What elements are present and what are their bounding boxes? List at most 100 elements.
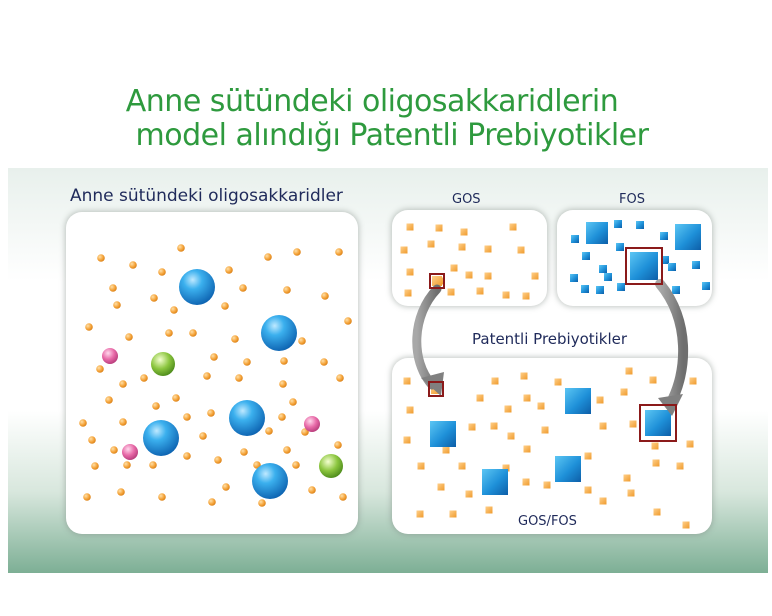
gos-unit	[435, 224, 443, 232]
gos-unit-mix	[676, 462, 684, 470]
gos-unit-mix	[629, 420, 637, 428]
oligosaccharide-dot	[117, 488, 125, 496]
oligosaccharide-dot	[283, 446, 291, 454]
large-blue-molecule	[229, 400, 265, 436]
gos-unit	[447, 288, 455, 296]
gos-unit	[476, 287, 484, 295]
oligosaccharide-dot	[239, 284, 247, 292]
oligosaccharide-dot	[222, 483, 230, 491]
gos-unit	[531, 272, 539, 280]
gos-unit	[406, 268, 414, 276]
gos-unit-mix	[523, 394, 531, 402]
gos-unit-mix	[652, 459, 660, 467]
fos-unit	[702, 282, 710, 290]
gos-unit-mix	[523, 445, 531, 453]
oligosaccharide-dot	[243, 358, 251, 366]
fos-unit	[582, 252, 590, 260]
gos-unit-mix	[416, 510, 424, 518]
gos-unit	[484, 245, 492, 253]
fos-unit	[661, 256, 669, 264]
oligosaccharide-dot	[158, 493, 166, 501]
gos-unit-mix	[627, 489, 635, 497]
arrow-fos-to-mix	[655, 279, 689, 409]
fos-unit	[692, 261, 700, 269]
gos-unit-mix	[596, 396, 604, 404]
oligosaccharide-dot	[140, 374, 148, 382]
oligosaccharide-dot	[152, 402, 160, 410]
oligosaccharide-dot	[170, 306, 178, 314]
oligosaccharide-dot	[149, 461, 157, 469]
pink-molecule	[122, 444, 138, 460]
oligosaccharide-dot	[289, 398, 297, 406]
oligosaccharide-dot	[280, 357, 288, 365]
oligosaccharide-dot	[231, 335, 239, 343]
gos-unit-mix	[520, 372, 528, 380]
gos-unit-mix	[442, 446, 450, 454]
gos-unit-mix	[537, 402, 545, 410]
gos-unit-mix	[682, 521, 690, 529]
pink-molecule	[102, 348, 118, 364]
oligosaccharide-dot	[235, 374, 243, 382]
gos-unit-mix	[417, 462, 425, 470]
gos-unit	[427, 240, 435, 248]
gos-unit-mix	[403, 377, 411, 385]
oligosaccharide-dot	[339, 493, 347, 501]
fos-large-unit-mix	[565, 388, 591, 414]
gos-unit-mix	[541, 426, 549, 434]
fos-highlight-frame	[625, 247, 663, 285]
fos-large-unit-mix	[430, 421, 456, 447]
oligosaccharide-dot	[119, 418, 127, 426]
gos-panel	[392, 210, 547, 306]
oligosaccharide-dot	[129, 261, 137, 269]
oligosaccharide-dot	[203, 372, 211, 380]
oligosaccharide-dot	[298, 337, 306, 345]
fos-unit	[599, 265, 607, 273]
oligosaccharide-dot	[199, 432, 207, 440]
oligosaccharide-dot	[292, 461, 300, 469]
gos-unit-mix	[476, 394, 484, 402]
milk-oligosaccharides-panel	[66, 212, 358, 534]
gos-unit-mix	[491, 377, 499, 385]
gos-unit	[406, 223, 414, 231]
gos-fos-label: GOS/FOS	[518, 514, 577, 529]
gos-unit	[450, 264, 458, 272]
fos-unit	[614, 220, 622, 228]
large-blue-molecule	[143, 420, 179, 456]
oligosaccharide-dot	[334, 441, 342, 449]
oligosaccharide-dot	[119, 380, 127, 388]
oligosaccharide-dot	[158, 268, 166, 276]
fos-large-unit	[586, 222, 608, 244]
gos-unit-mix	[465, 490, 473, 498]
large-blue-molecule	[252, 463, 288, 499]
gos-unit-mix	[599, 422, 607, 430]
oligosaccharide-dot	[96, 365, 104, 373]
fos-unit	[571, 235, 579, 243]
oligosaccharide-dot	[88, 436, 96, 444]
oligosaccharide-dot	[109, 284, 117, 292]
oligosaccharide-dot	[79, 419, 87, 427]
gos-unit	[484, 272, 492, 280]
large-blue-molecule	[261, 315, 297, 351]
oligosaccharide-dot	[308, 486, 316, 494]
fos-large-unit	[675, 224, 701, 250]
gos-unit-mix	[599, 497, 607, 505]
oligosaccharide-dot	[91, 462, 99, 470]
gos-unit	[460, 228, 468, 236]
patent-label: Patentli Prebiyotikler	[472, 330, 628, 348]
fos-large-unit-mix	[482, 469, 508, 495]
fos-unit	[668, 263, 676, 271]
gos-unit-mix	[458, 462, 466, 470]
oligosaccharide-dot	[165, 329, 173, 337]
fos-unit	[636, 221, 644, 229]
oligosaccharide-dot	[321, 292, 329, 300]
oligosaccharide-dot	[150, 294, 158, 302]
fos-unit	[604, 273, 612, 281]
gos-unit-mix	[543, 481, 551, 489]
oligosaccharide-dot	[85, 323, 93, 331]
gos-unit-mix	[689, 377, 697, 385]
fos-unit	[581, 285, 589, 293]
gos-unit-mix	[403, 436, 411, 444]
fos-unit	[660, 232, 668, 240]
oligosaccharide-dot	[278, 413, 286, 421]
